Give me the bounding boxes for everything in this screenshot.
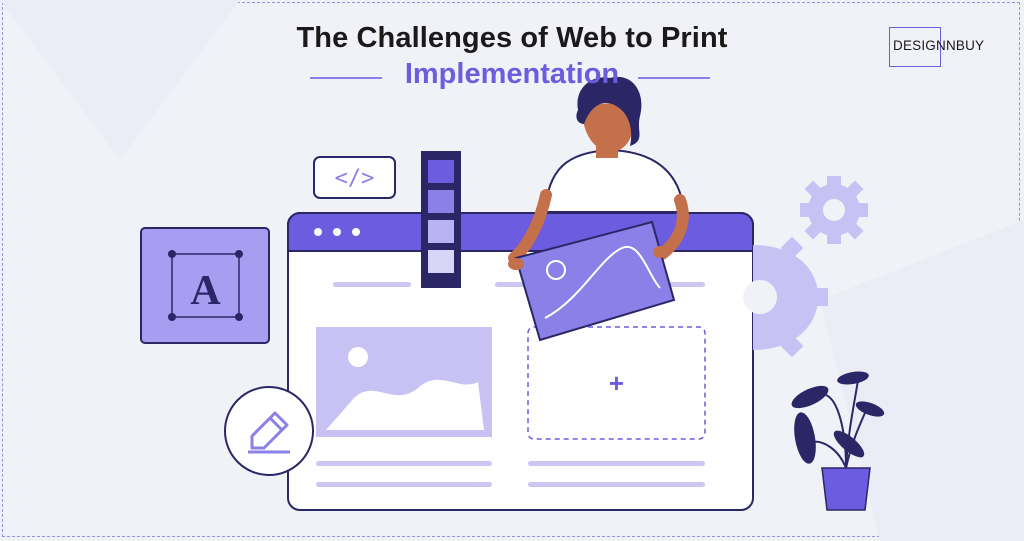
logo-box bbox=[889, 27, 941, 67]
image-placeholder bbox=[316, 327, 492, 437]
svg-text:+: + bbox=[609, 368, 624, 398]
bg-shape bbox=[0, 0, 240, 160]
add-content-box: + bbox=[527, 326, 706, 440]
code-tag-icon: </> bbox=[313, 156, 396, 199]
page-title: The Challenges of Web to Print bbox=[296, 22, 728, 54]
page-subtitle: Implementation bbox=[404, 58, 620, 90]
svg-text:</>: </> bbox=[335, 166, 375, 191]
color-palette-icon bbox=[421, 151, 461, 288]
font-letter-icon: A bbox=[140, 227, 270, 344]
svg-text:A: A bbox=[190, 268, 221, 314]
window-dot bbox=[333, 228, 341, 236]
gear-icon bbox=[800, 176, 868, 244]
pencil-icon bbox=[224, 386, 314, 476]
person-figure bbox=[508, 76, 689, 264]
window-dot bbox=[314, 228, 322, 236]
title-divider bbox=[310, 77, 382, 79]
image-card bbox=[514, 220, 676, 342]
bg-shape bbox=[820, 220, 1024, 541]
title-divider bbox=[638, 77, 710, 79]
window-dot bbox=[352, 228, 360, 236]
gear-icon bbox=[743, 236, 828, 358]
logo: DESIGNNBUY bbox=[893, 38, 985, 53]
plant-icon bbox=[791, 371, 885, 511]
